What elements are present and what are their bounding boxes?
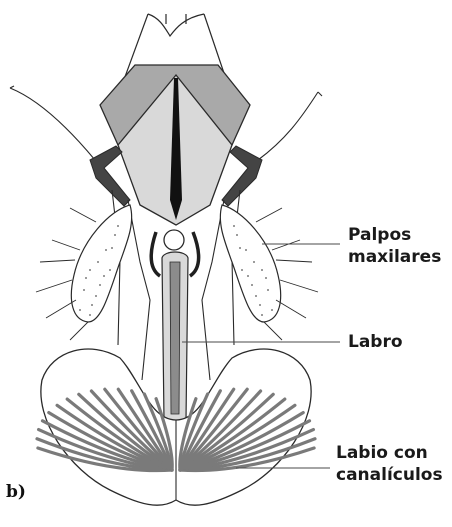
- label-labio-line2: canalículos: [336, 464, 443, 486]
- panel-letter: b): [6, 482, 26, 502]
- label-labio-con-canaliculos: Labio con canalículos: [336, 442, 443, 486]
- label-palpos-line1: Palpos: [348, 224, 441, 246]
- labrum-base-sphere: [164, 230, 184, 250]
- label-labio-line1: Labio con: [336, 442, 443, 464]
- label-palpos-maxilares: Palpos maxilares: [348, 224, 441, 268]
- label-palpos-line2: maxilares: [348, 246, 441, 268]
- maxillary-palp-right: [220, 205, 280, 322]
- maxillary-palp-left: [71, 205, 131, 322]
- label-labro: Labro: [348, 331, 403, 353]
- labrum-core: [170, 262, 180, 414]
